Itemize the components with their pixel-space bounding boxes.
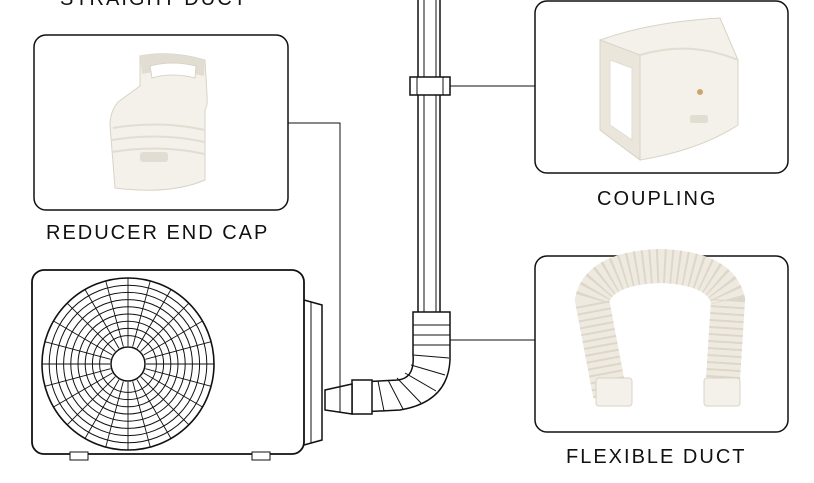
reducer-leader-line	[288, 122, 341, 394]
grille-spoke	[132, 280, 151, 347]
grille-spoke	[132, 381, 151, 448]
flexible-duct-label: FLEXIBLE DUCT	[566, 446, 747, 468]
grille-spoke	[84, 289, 120, 349]
coupling-ring	[409, 76, 451, 96]
grille-spoke	[84, 379, 120, 439]
grille-spoke	[66, 302, 116, 352]
coupling-label: COUPLING	[597, 188, 718, 210]
grille-spoke	[44, 341, 111, 360]
grille-spoke	[143, 372, 203, 408]
grille-spoke	[44, 368, 111, 387]
reducer-end-cap-label: REDUCER END CAP	[46, 222, 270, 244]
straight-duct-label: STRAIGHT DUCT	[60, 0, 248, 11]
grille-spoke	[53, 320, 113, 356]
straight-duct	[417, 0, 441, 312]
fan-grille	[41, 277, 215, 451]
grille-spoke	[105, 280, 124, 347]
grille-spoke	[136, 379, 172, 439]
coupling-icon	[599, 17, 739, 161]
elbow-duct	[324, 311, 451, 415]
grille-spoke	[105, 381, 124, 448]
grille-spoke	[136, 289, 172, 349]
grille-spoke	[145, 368, 212, 387]
grille-spoke	[66, 376, 116, 426]
outdoor-ac-unit-icon	[31, 269, 323, 461]
grille-spoke	[143, 320, 203, 356]
fan-hub	[110, 346, 146, 382]
grille-spoke	[53, 372, 113, 408]
grille-spoke	[140, 376, 190, 426]
grille-spoke	[140, 302, 190, 352]
reducer-end-cap-icon	[109, 53, 208, 191]
grille-spoke	[145, 341, 212, 360]
coupling-box	[534, 0, 789, 174]
flexible-duct-icon	[574, 248, 746, 407]
